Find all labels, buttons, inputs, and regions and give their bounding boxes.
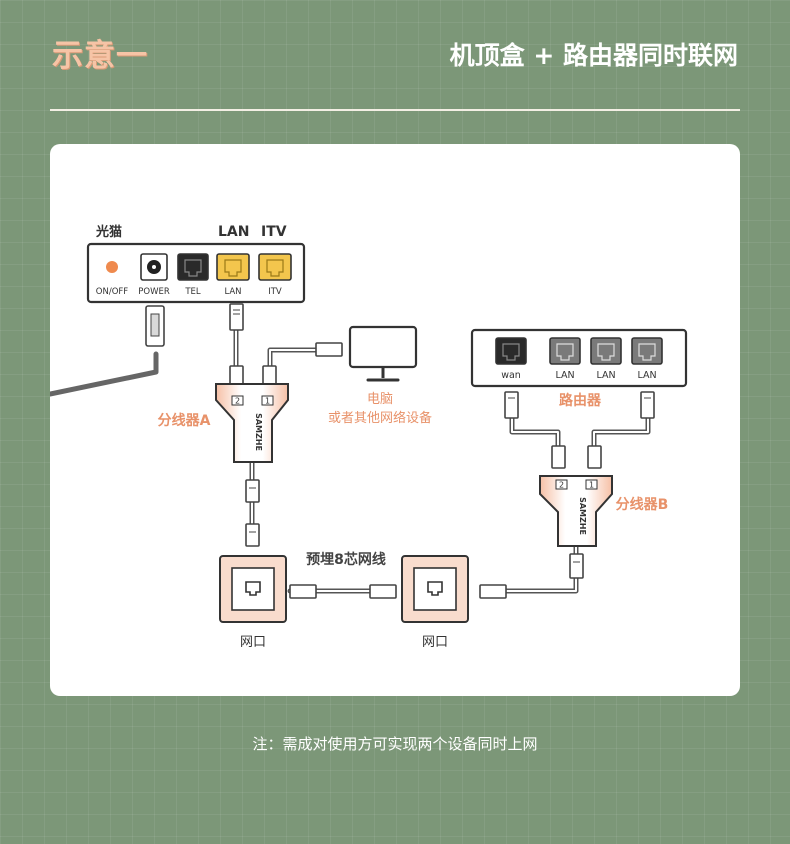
computer-sublabel: 或者其他网络设备: [328, 410, 432, 426]
rj45-plug-icon: [229, 303, 244, 331]
modem-port-caption: LAN: [224, 287, 241, 297]
modem-port-caption: ITV: [268, 287, 282, 297]
splitter-b-brand: SAMZHE: [578, 497, 587, 535]
splitter-a-port-1: 1: [265, 397, 270, 406]
page-subtitle: 机顶盒 + 路由器同时联网: [449, 41, 738, 70]
rj45-plug-icon: [245, 479, 260, 503]
wall-port-right-label: 网口: [422, 635, 448, 650]
rj45-plug-icon: [289, 584, 317, 599]
network-diagram: 光猫 LAN ITV ON/OFF POWER TEL LAN ITV 电脑 或…: [50, 224, 688, 650]
header-divider: [50, 109, 740, 111]
rj45-plug-icon: [504, 391, 519, 419]
cable-label: 预埋8芯网线: [306, 551, 386, 568]
rj45-plugs: [229, 303, 655, 599]
wall-port-left: [219, 555, 287, 623]
splitter-b-port-2: 2: [559, 481, 564, 490]
rj45-plug-icon: [479, 584, 507, 599]
router-port-caption: wan: [501, 370, 521, 381]
monitor-icon: [348, 325, 418, 382]
splitter-a: 2 1 SAMZHE: [215, 383, 289, 463]
splitter-a-label: 分线器A: [158, 412, 211, 429]
modem-port-caption: POWER: [138, 287, 170, 297]
diagram-card: 光猫 LAN ITV ON/OFF POWER TEL LAN ITV 电脑 或…: [50, 144, 740, 696]
modem-port-caption: TEL: [184, 287, 201, 297]
rj45-plug-icon: [315, 342, 343, 357]
modem-port-caption: ON/OFF: [96, 287, 128, 297]
rj45-plug-icon: [245, 523, 260, 547]
splitter-a-brand: SAMZHE: [254, 413, 263, 451]
modem-name: 光猫: [95, 224, 122, 240]
modem-top-label-itv: ITV: [261, 224, 287, 240]
wall-port-left-label: 网口: [240, 635, 266, 650]
router-port-caption: LAN: [596, 370, 615, 381]
computer-label: 电脑: [367, 392, 393, 407]
rj45-plug-icon: [587, 445, 602, 469]
modem-top-label-lan: LAN: [218, 224, 249, 240]
splitter-b-label: 分线器B: [616, 496, 669, 513]
power-led-icon: [106, 261, 118, 273]
splitter-b-port-1: 1: [589, 481, 594, 490]
splitter-b: 2 1 SAMZHE: [539, 475, 613, 547]
router-port-caption: LAN: [637, 370, 656, 381]
rj45-plug-icon: [369, 584, 397, 599]
rj45-plug-icon: [640, 391, 655, 419]
rj45-plug-icon: [569, 553, 584, 579]
wall-port-right: [401, 555, 469, 623]
footnote: 注：需成对使用方可实现两个设备同时上网: [252, 735, 538, 753]
rj45-plug-icon: [551, 445, 566, 469]
power-plug-icon: [145, 305, 165, 347]
router-port-caption: LAN: [555, 370, 574, 381]
router-label: 路由器: [559, 392, 602, 409]
splitter-a-port-2: 2: [235, 397, 240, 406]
page-title: 示意一: [52, 38, 148, 74]
